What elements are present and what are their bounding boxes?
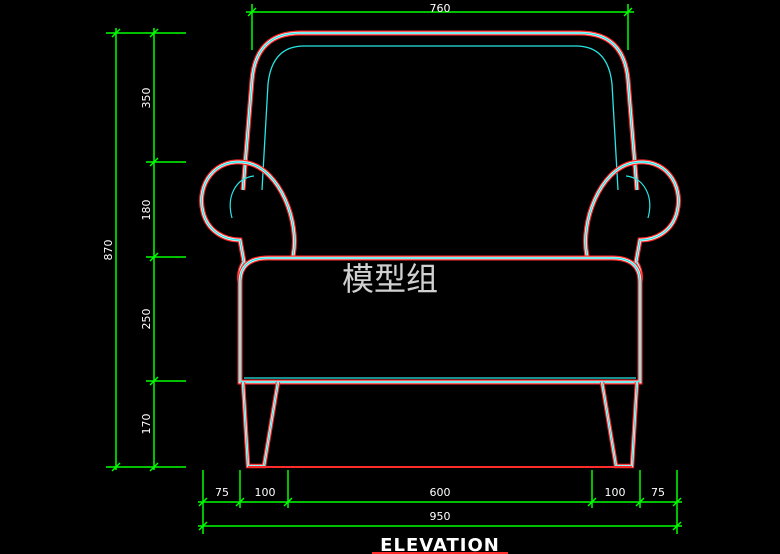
- sofa-seat-cushion: [237, 255, 643, 385]
- bottom-total-label: 950: [430, 510, 451, 523]
- watermark-text: 模型组: [342, 260, 438, 298]
- drawing-title: ELEVATION: [380, 535, 500, 554]
- bottom-segment-label-4: 100: [605, 486, 626, 499]
- left-segment-label-2: 180: [140, 200, 153, 221]
- sofa-left-leg: [240, 381, 281, 469]
- left-segment-label-3: 250: [140, 309, 153, 330]
- top-width-label: 760: [430, 2, 451, 15]
- top-dimension: [246, 4, 634, 50]
- sofa-right-armrest: [583, 159, 681, 283]
- bottom-dimension-lines: [198, 470, 682, 534]
- left-segment-label-4: 170: [140, 414, 153, 435]
- sofa-backrest: [240, 30, 640, 191]
- left-segment-label-1: 350: [140, 88, 153, 109]
- bottom-segment-label-1: 75: [215, 486, 229, 499]
- left-total-label: 870: [102, 240, 115, 261]
- sofa-left-armrest: [199, 159, 297, 283]
- bottom-segment-label-2: 100: [255, 486, 276, 499]
- left-dimension-lines: [106, 28, 186, 472]
- bottom-segment-label-5: 75: [651, 486, 665, 499]
- sofa-right-leg: [599, 381, 640, 469]
- bottom-segment-label-3: 600: [430, 486, 451, 499]
